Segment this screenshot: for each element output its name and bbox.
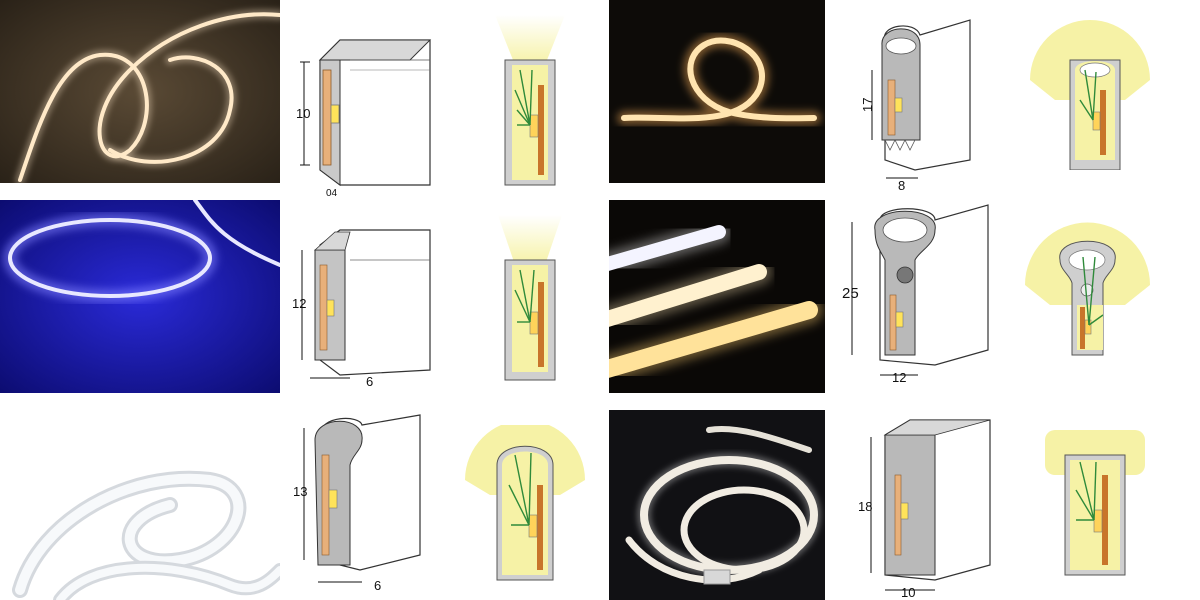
profile-diagram-4: 25 12 [840,200,990,390]
light-diagram-4 [1025,215,1150,360]
product-photo-warm-loops [0,0,280,183]
light-diagram-3 [490,210,580,385]
light-diagram-6 [1040,430,1150,580]
width-label: 8 [898,178,905,190]
dimension-arrow-icon [851,222,918,376]
height-label: 25 [842,285,859,302]
profile-diagram-3: 12 6 [290,220,440,395]
dimension-arrow-icon [303,428,362,583]
dimension-arrow-icon [301,250,350,379]
width-label: 04 [326,188,338,199]
profile-diagram-5: 13 6 [290,410,430,600]
product-photo-white-coil-dark [609,410,825,600]
light-diagram-5 [465,425,585,585]
height-label: 12 [292,296,306,311]
profile-body [318,39,432,186]
light-direction-arrow-icon [1079,69,1097,121]
light-direction-arrow-icon [1075,461,1097,521]
light-direction-arrow-icon [514,69,533,126]
light-direction-arrow-icon [514,269,535,323]
product-photo-white-coil [0,410,280,600]
height-label: 10 [296,106,310,121]
height-label: 17 [860,98,875,112]
profile-diagram-2: 17 8 [860,10,980,190]
height-label: 18 [858,499,872,514]
light-diagram-2 [1030,20,1150,170]
light-direction-arrow-icon [1082,256,1104,326]
product-photo-warm-knot [609,0,825,183]
light-direction-arrow-icon [508,452,532,526]
width-label: 6 [366,374,373,389]
width-label: 6 [374,578,381,593]
height-label: 13 [293,484,307,499]
light-diagram-1 [490,15,580,190]
width-label: 12 [892,370,906,385]
profile-diagram-6: 18 10 [855,415,995,600]
profile-diagram-1: 10 04 [290,0,440,200]
dimension-arrow-icon [871,70,918,179]
product-photo-tubes [609,200,825,393]
dimension-arrow-icon [870,437,935,591]
width-label: 10 [901,585,915,600]
product-photo-blue-loop [0,200,280,393]
dimension-arrow-icon [300,61,310,166]
